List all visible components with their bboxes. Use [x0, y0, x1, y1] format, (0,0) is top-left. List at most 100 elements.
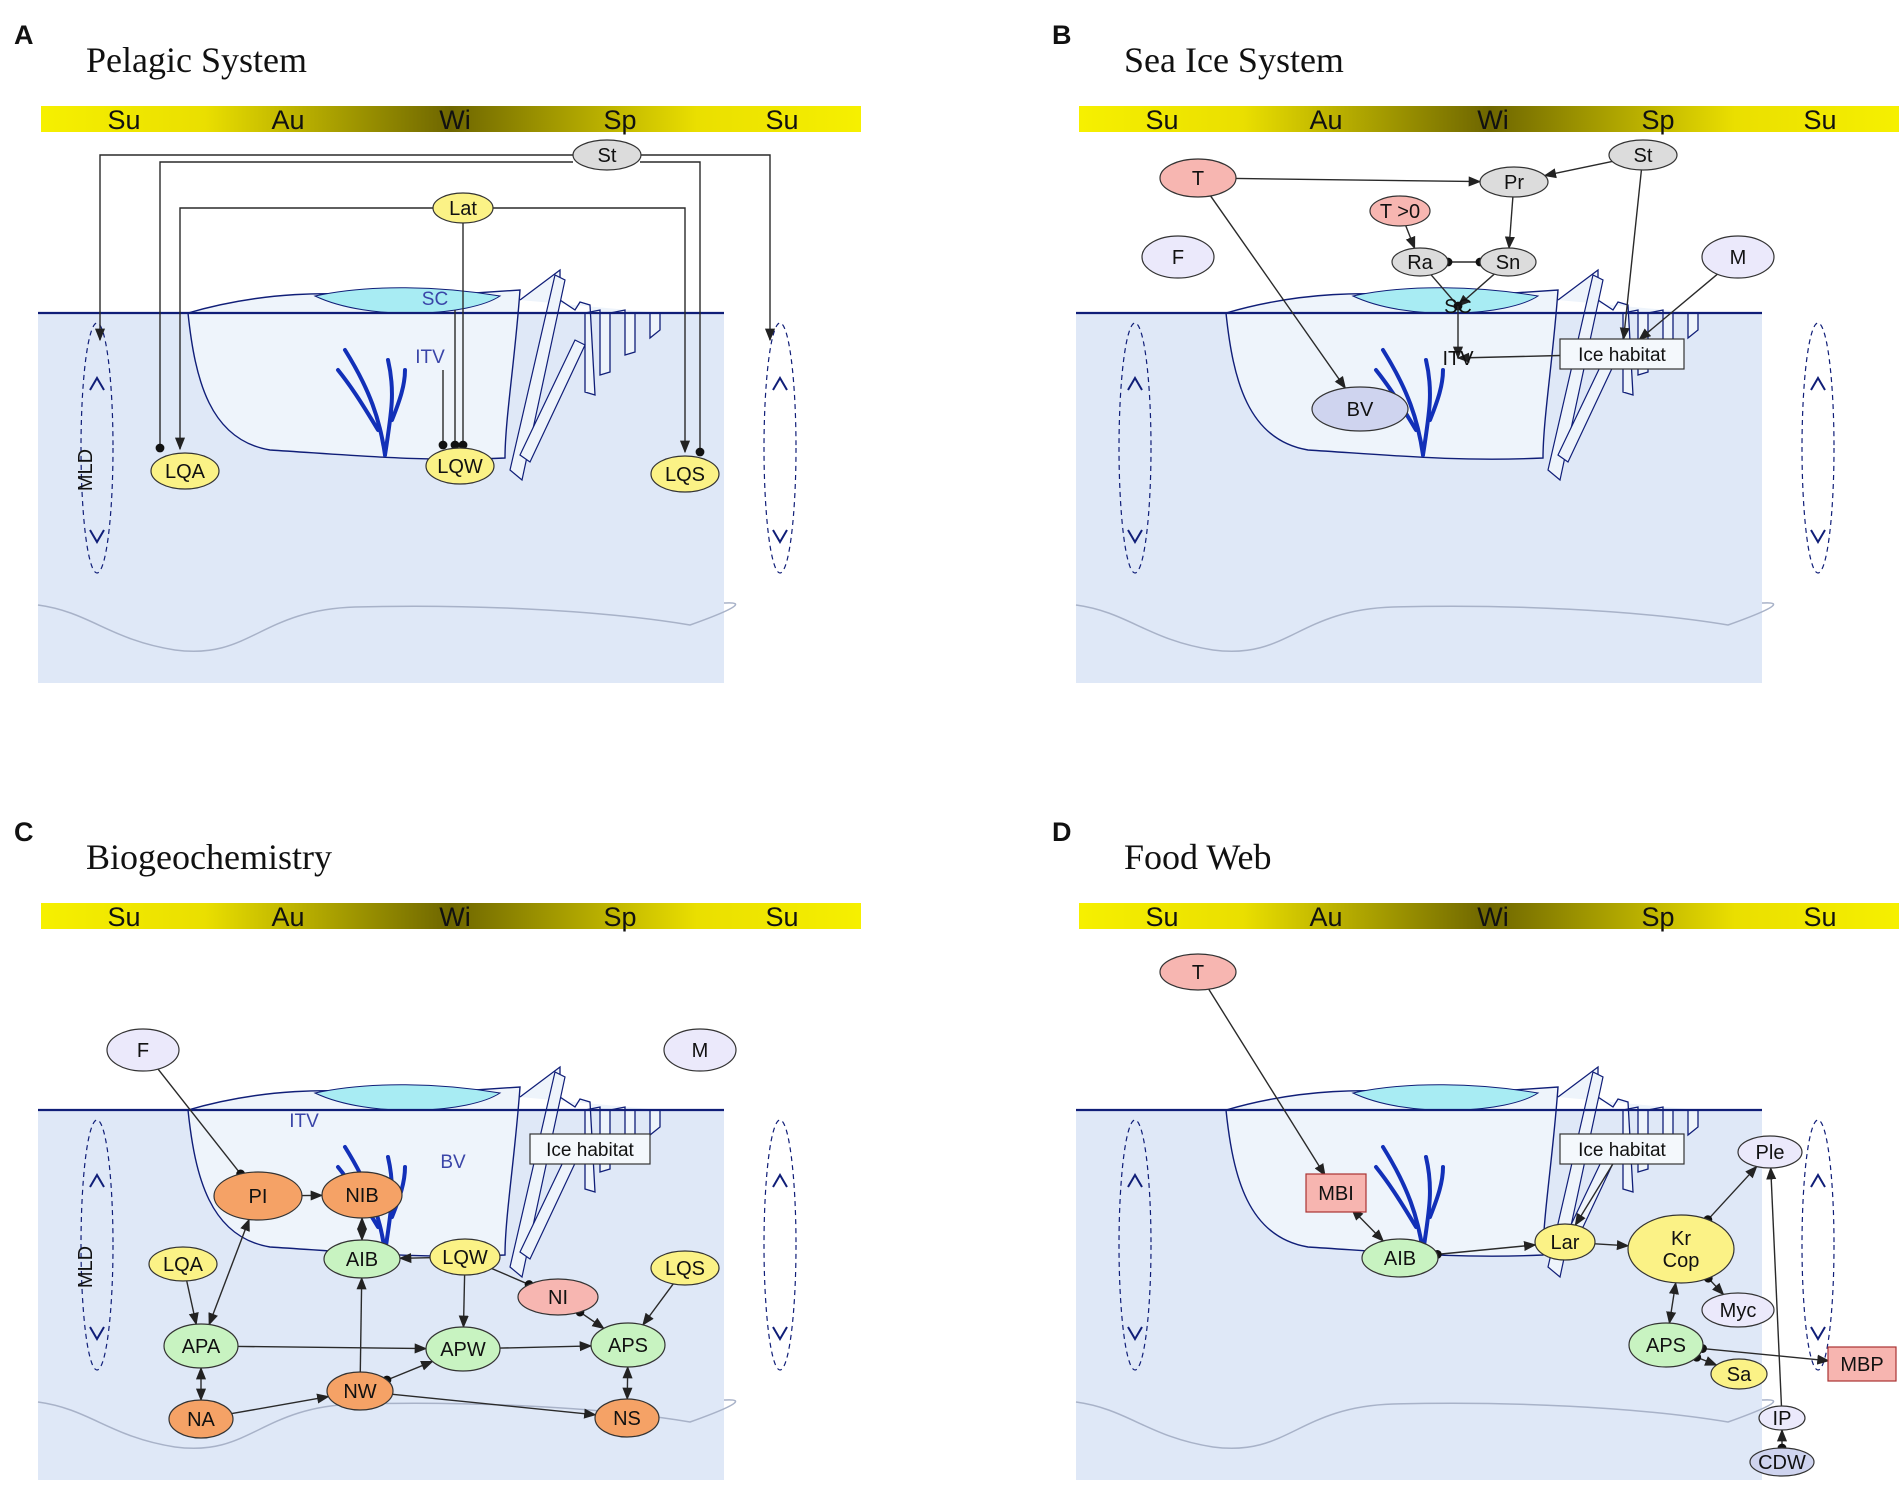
mld-down-arrow	[89, 529, 105, 544]
label-mld: MLD	[75, 449, 97, 491]
season-label: Su	[107, 902, 140, 932]
node-label: Ice habitat	[1578, 1140, 1666, 1161]
connector	[575, 1307, 605, 1330]
node-label: LQW	[442, 1247, 488, 1269]
connector	[1456, 352, 1561, 363]
mld-down-arrow	[89, 1326, 105, 1341]
mld-up-arrow	[1810, 1173, 1826, 1188]
node-ra: Ra	[1391, 247, 1449, 277]
connector	[1405, 225, 1416, 250]
mld-down-arrow	[1127, 1326, 1143, 1341]
connector	[493, 207, 691, 454]
node-label: M	[692, 1040, 709, 1062]
label-itv: ITV	[289, 1111, 319, 1132]
connector	[458, 1274, 469, 1329]
season-label: Sp	[603, 105, 636, 135]
ice-slab	[519, 339, 586, 463]
node-mbp: MBP	[1827, 1346, 1897, 1382]
node-label: LQA	[163, 1254, 204, 1276]
connector	[640, 154, 776, 342]
seafloor-line	[37, 602, 737, 652]
node-lqs: LQS	[650, 455, 720, 493]
mld-loop	[1801, 322, 1835, 574]
connector	[1457, 273, 1495, 307]
season-label: Su	[1145, 105, 1178, 135]
connector	[1432, 1240, 1537, 1259]
connector	[1698, 1344, 1830, 1365]
connector	[392, 1393, 597, 1419]
connector	[499, 1341, 593, 1352]
panel-label: A	[14, 20, 34, 50]
node-label: LQW	[437, 456, 483, 478]
season-label: Sp	[603, 902, 636, 932]
panel-title: Food Web	[1124, 837, 1271, 877]
label-sc: SC	[422, 289, 448, 310]
node-label: NW	[343, 1381, 376, 1403]
node-aib: AIB	[1361, 1238, 1439, 1278]
connector	[1504, 196, 1515, 250]
season-bar	[41, 106, 861, 132]
season-bar	[1079, 903, 1899, 929]
node-label: SC	[1444, 296, 1472, 318]
brine-channels	[1374, 348, 1445, 457]
connector	[1666, 1281, 1679, 1325]
node-aps: APS	[1628, 1322, 1704, 1368]
node-aib: AIB	[323, 1239, 401, 1279]
mld-loop	[763, 1119, 797, 1371]
mld-loop	[763, 322, 797, 574]
season-label: Su	[765, 105, 798, 135]
season-label: Sp	[1641, 105, 1674, 135]
node-label: F	[1172, 247, 1184, 269]
node-label: LQS	[665, 1258, 705, 1280]
node-label: CDW	[1758, 1452, 1806, 1474]
node-label: T	[1192, 962, 1204, 984]
node-label: Sn	[1496, 252, 1520, 274]
node-t: T	[1159, 158, 1237, 198]
connector	[1350, 1208, 1385, 1242]
mld-up-arrow	[89, 376, 105, 391]
node-icehab: Ice habitat	[1559, 338, 1685, 370]
season-label: Su	[1145, 902, 1178, 932]
panel-label: C	[14, 817, 34, 847]
node-na: NA	[168, 1399, 234, 1439]
connector	[174, 207, 433, 451]
node-label: ITV	[1442, 348, 1474, 370]
season-bar	[1079, 106, 1899, 132]
node-lqw: LQW	[425, 447, 495, 485]
node-t: T	[1159, 953, 1237, 991]
node-label: T	[1192, 168, 1204, 190]
season-label: Au	[1309, 902, 1342, 932]
panel-title: Sea Ice System	[1124, 40, 1344, 80]
node-lqa: LQA	[148, 1246, 218, 1282]
node-icehab: Ice habitat	[1559, 1133, 1685, 1165]
brine-channels	[1374, 1145, 1445, 1254]
seafloor-line	[1075, 602, 1775, 652]
node-label: Ple	[1756, 1142, 1785, 1164]
mld-down-arrow	[1810, 1326, 1826, 1341]
node-label: Ice habitat	[546, 1140, 634, 1161]
node-icehab: Ice habitat	[529, 1133, 651, 1165]
season-bar	[41, 903, 861, 929]
connector	[1574, 1163, 1614, 1227]
node-nib: NIB	[321, 1171, 403, 1219]
panel-label: D	[1052, 817, 1072, 847]
node-label: APS	[608, 1335, 648, 1357]
edges	[94, 154, 776, 457]
sea-ice-floe	[187, 289, 521, 460]
node-label: BV	[1347, 399, 1374, 421]
node-cdw: CDW	[1749, 1447, 1815, 1477]
node-label: IP	[1773, 1408, 1792, 1430]
sea-ice-floe	[187, 1086, 521, 1257]
node-f: F	[106, 1028, 180, 1072]
node-apw: APW	[425, 1326, 501, 1372]
node-label: M	[1730, 247, 1747, 269]
season-label: Wi	[439, 105, 470, 135]
season-label: Su	[1803, 105, 1836, 135]
season-label: Su	[765, 902, 798, 932]
node-label: F	[137, 1040, 149, 1062]
